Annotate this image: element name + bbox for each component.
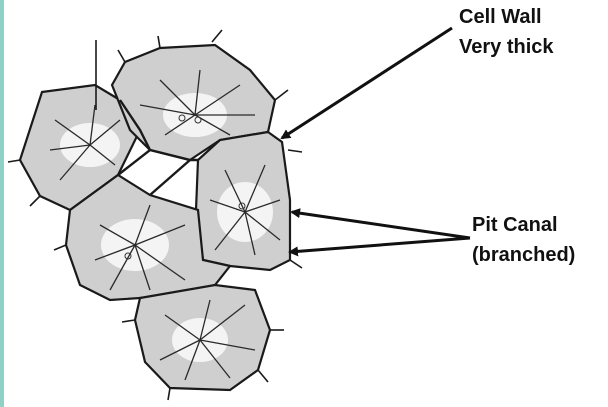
pit-canal-label-line1: Pit Canal xyxy=(472,210,575,240)
pit-canal-arrow-upper xyxy=(292,212,470,238)
annotation-arrows xyxy=(282,28,470,252)
cell-wall-arrow xyxy=(282,28,452,138)
cell-wall-label-line1: Cell Wall xyxy=(459,2,554,32)
cell-wall-label-line2: Very thick xyxy=(459,32,554,62)
pit-canal-arrow-lower xyxy=(290,238,470,252)
pit-canal-label-line2: (branched) xyxy=(472,240,575,270)
cell-wall-label: Cell Wall Very thick xyxy=(459,2,554,62)
pit-canal-label: Pit Canal (branched) xyxy=(472,210,575,270)
